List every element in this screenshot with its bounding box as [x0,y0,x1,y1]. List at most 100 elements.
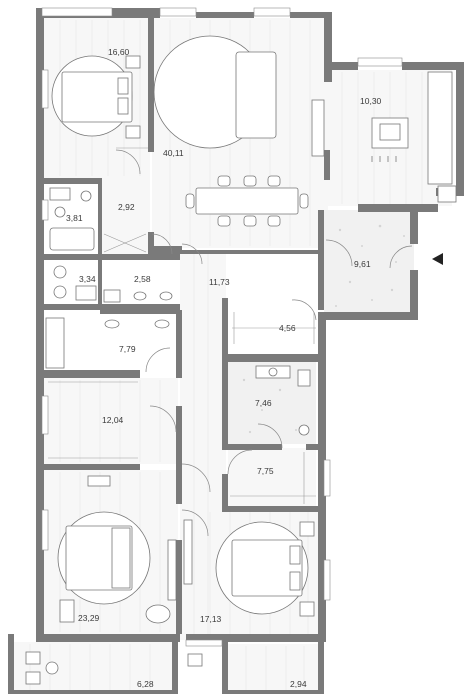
pillow [117,97,129,115]
wall [222,506,320,512]
area-label-bathroom-west: 7,79 [119,344,136,354]
area-label-closet-center: 4,56 [279,323,296,333]
door-swing [325,239,353,267]
area-label-dressing: 7,75 [257,466,274,476]
sofa [235,51,277,139]
door-swing [115,149,141,175]
wall [112,8,160,18]
bathroom-west-fixtures [45,317,171,373]
wall [324,150,330,180]
wc-small-fixtures [103,289,173,303]
wardrobe [183,519,193,585]
window [185,639,223,647]
nightstand [299,601,315,617]
dining-chairs [185,175,309,227]
window [357,57,403,67]
toilet [298,424,310,436]
window [41,199,49,221]
wall [222,474,228,508]
bathtub [49,227,95,251]
wall [178,250,318,254]
corridor-nw-details [103,233,173,255]
nightstand [87,475,111,487]
wall [324,62,358,70]
pillow [289,571,301,591]
sink [159,291,173,301]
window [159,7,197,17]
wall [154,246,182,254]
wall [222,298,228,354]
nightstand [125,125,141,139]
sink [133,291,147,301]
kitchen-furniture [371,71,457,203]
wall [222,690,322,694]
wall [176,464,182,504]
wall [44,464,140,470]
wall [176,540,182,634]
wall [98,260,102,306]
shelf [75,285,97,301]
area-label-bedroom-sw: 23,29 [78,613,100,623]
wall [100,304,180,314]
headboard-pattern [111,527,131,589]
bed [231,539,303,597]
wall [148,12,154,152]
wall [306,444,320,450]
entry-arrow-icon [432,253,443,265]
window [41,509,49,551]
pillow [117,77,129,95]
door-swing [145,347,171,373]
nightstand [125,55,141,69]
balcony-se-floor [228,644,320,692]
nightstand [299,521,315,537]
door-swing [291,299,317,321]
bed [61,71,133,123]
bidet [297,369,311,387]
room-labels: 16,60 40,11 10,30 3,81 2,92 3,34 2,58 11… [66,47,382,689]
wall [172,634,178,694]
wall [98,178,102,258]
bedroom-west-furniture [48,381,177,459]
area-label-hall: 11,73 [209,277,230,287]
balcony-table [45,661,59,675]
island [371,117,409,149]
tv-cabinet [59,599,75,623]
area-label-corridor-nw: 2,92 [118,202,135,212]
balcony-sw-floor [14,642,174,692]
door-swing [181,463,211,493]
dressing-floor [228,448,316,506]
wardrobe [167,539,177,601]
bathroom-nw-fixtures [49,187,95,251]
balcony-chair [25,671,41,685]
window [323,459,331,497]
sink [54,206,66,218]
window [41,7,113,17]
wall [222,354,320,362]
wall [318,320,326,642]
area-label-bathroom-nw: 3,81 [66,213,83,223]
wall [318,640,324,694]
laundry-fixtures [53,265,97,301]
area-label-entrance: 9,61 [354,259,371,269]
area-label-kitchen: 10,30 [360,96,382,106]
wall [358,204,438,212]
vanity [49,187,71,201]
hall-details [181,239,413,537]
balcony-chair [25,651,41,665]
wall [36,178,98,184]
sink [104,319,120,329]
shower [103,289,121,303]
wall [44,254,180,260]
door-swing [181,243,203,265]
wall [318,210,324,310]
wall [196,12,254,18]
area-label-bathroom-center: 7,46 [255,398,272,408]
wall [36,12,44,642]
planter [187,653,203,667]
wall [8,634,14,692]
living-room-furniture [153,35,325,227]
dryer [53,285,67,299]
wall [222,444,282,450]
walls [8,8,464,694]
